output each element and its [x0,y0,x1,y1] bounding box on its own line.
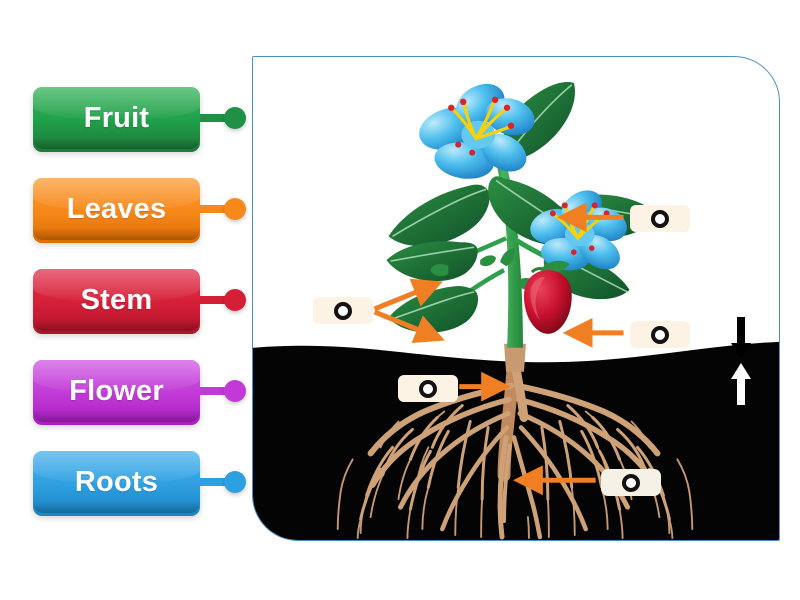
connector-stem-flower [200,387,226,395]
connector-roots [200,471,246,493]
connector-stem-roots [200,478,226,486]
roots-group [336,349,694,540]
label-row-stem: Stem [33,269,246,331]
drop-ring-icon [419,379,437,398]
label-chip-leaves[interactable]: Leaves [33,178,200,240]
label-chip-stem[interactable]: Stem [33,269,200,331]
drop-target-fruit[interactable] [630,321,690,348]
diagram-canvas-inner [253,57,779,540]
label-chip-stem-text: Stem [80,283,153,316]
connector-dot-leaves[interactable] [224,198,246,220]
ground-level-arrows-icon [731,317,751,405]
connector-flower [200,380,246,402]
drop-ring-icon [622,473,640,492]
drop-target-roots[interactable] [601,469,661,496]
connector-dot-flower[interactable] [224,380,246,402]
drop-target-flower[interactable] [630,205,690,232]
connector-stem [200,289,246,311]
connector-stem-fruit [200,114,226,122]
label-row-flower: Flower [33,360,246,422]
label-chip-fruit[interactable]: Fruit [33,87,200,149]
stem [490,136,523,348]
label-chip-fruit-text: Fruit [83,101,150,134]
label-chip-roots-text: Roots [74,465,159,498]
connector-dot-stem[interactable] [224,289,246,311]
connector-fruit [200,107,246,129]
label-chip-flower-text: Flower [69,374,164,407]
drop-target-stem[interactable] [398,375,458,402]
drop-ring-icon [651,325,669,344]
label-row-fruit: Fruit [33,87,246,149]
label-row-roots: Roots [33,451,246,513]
label-chip-leaves-text: Leaves [66,192,167,225]
label-row-leaves: Leaves [33,178,246,240]
connector-leaves [200,198,246,220]
label-chip-roots[interactable]: Roots [33,451,200,513]
label-chip-flower[interactable]: Flower [33,360,200,422]
fruit-group [523,260,572,334]
stem-base [504,343,526,372]
drop-ring-icon [334,301,352,320]
label-bank: Fruit Leaves Stem [0,0,246,600]
connector-dot-fruit[interactable] [224,107,246,129]
connector-dot-roots[interactable] [224,471,246,493]
connector-stem-leaves [200,205,226,213]
drop-ring-icon [651,209,669,228]
ground-level-handle[interactable] [723,315,759,412]
diagram-canvas [252,56,780,541]
flower-upper [419,83,535,179]
drop-target-leaves[interactable] [313,297,373,324]
connector-stem-stem [200,296,226,304]
